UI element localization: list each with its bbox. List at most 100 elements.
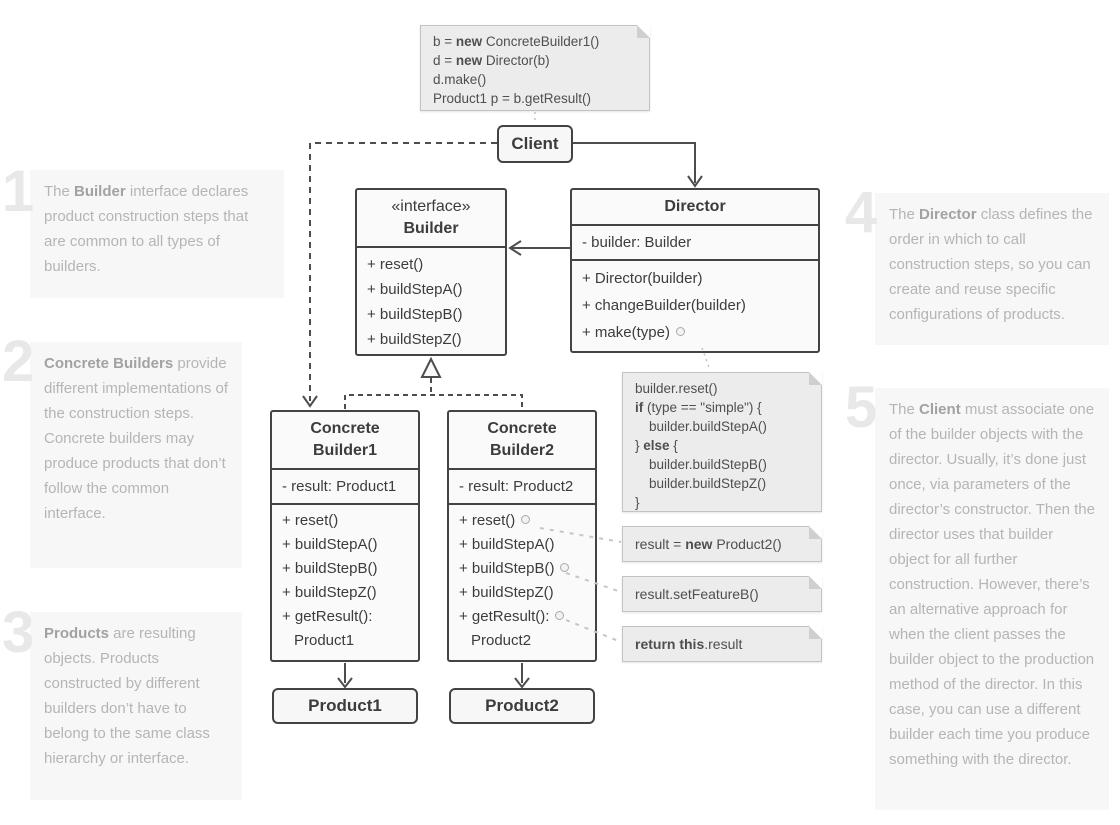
connector-circle — [675, 327, 685, 336]
annotation-bold: Builder — [74, 183, 126, 200]
code-line: b = new ConcreteBuilder1() — [433, 34, 600, 49]
method-label: + reset() — [282, 512, 339, 529]
product1-box: Product1 — [272, 688, 418, 724]
product1-label: Product1 — [308, 696, 382, 715]
method-label: + buildStepA() — [367, 281, 463, 298]
code-line: builder.buildStepZ() — [649, 476, 767, 491]
product2-label: Product2 — [485, 696, 559, 715]
annotation-5: The Client must associate one of the bui… — [875, 388, 1109, 810]
method-label: + buildStepZ() — [367, 331, 462, 348]
product2-box: Product2 — [449, 688, 595, 724]
annotation-text: must associate one of the builder object… — [889, 401, 1095, 768]
methods-section: + reset() + buildStepA() + buildStepB() … — [272, 503, 418, 657]
annotation-number-4: 4 — [845, 180, 878, 245]
methods-section: + reset() + buildStepA() + buildStepB() … — [357, 248, 505, 354]
methods-section: + reset() + buildStepA() + buildStepB() … — [449, 503, 595, 657]
code-line: builder.buildStepA() — [649, 419, 767, 434]
set-featureb-note: result.setFeatureB() — [622, 576, 822, 612]
code-line: return this.result — [635, 635, 743, 652]
stereotype-label: «interface» — [391, 198, 471, 215]
method-label: + reset() — [459, 509, 585, 533]
annotation-1: The Builder interface declares product c… — [30, 170, 284, 298]
methods-section: + Director(builder) + changeBuilder(buil… — [572, 259, 818, 350]
arrowhead — [687, 175, 703, 188]
annotation-number-2: 2 — [2, 329, 35, 394]
method-label: + buildStepZ() — [282, 584, 377, 601]
annotation-bold: Client — [919, 401, 961, 418]
method-label: + Director(builder) — [582, 270, 703, 287]
class-name: Concrete — [310, 420, 380, 437]
return-result-note: return this.result — [622, 626, 822, 662]
annotation-3: Products are resulting objects. Products… — [30, 612, 242, 800]
annotation-2: Concrete Builders provide different impl… — [30, 342, 242, 568]
method-label: + reset() — [367, 256, 424, 273]
association-client-director — [573, 142, 696, 183]
fields-section: - result: Product1 — [272, 470, 418, 503]
annotation-number-3: 3 — [2, 600, 35, 665]
client-box: Client — [497, 125, 573, 163]
code-line: result.setFeatureB() — [635, 585, 759, 602]
annotation-bold: Products — [44, 625, 110, 642]
method-label: + make(type) — [582, 319, 808, 346]
make-method-note: builder.reset() if (type == "simple") { … — [622, 372, 822, 512]
annotation-4: The Director class defines the order in … — [875, 193, 1109, 345]
realization-line — [344, 394, 523, 409]
annotation-text: are resulting objects. Products construc… — [44, 625, 210, 767]
annotation-text: provide different implementations of the… — [44, 355, 228, 522]
method-label: Product1 — [294, 632, 355, 649]
method-label: + buildStepA() — [282, 536, 378, 553]
class-header: Concrete Builder2 — [449, 412, 595, 470]
method-label: + buildStepB() — [282, 560, 378, 577]
arrowhead — [508, 240, 522, 256]
method-label: + changeBuilder(builder) — [582, 297, 746, 314]
field-label: - builder: Builder — [582, 234, 692, 251]
class-name: Builder1 — [312, 442, 377, 459]
annotation-text: The — [889, 206, 920, 223]
class-name: Builder2 — [489, 442, 554, 459]
code-line: } else { — [635, 438, 678, 453]
arrowhead — [337, 677, 353, 689]
field-label: - result: Product1 — [282, 478, 397, 495]
annotation-text: The — [889, 401, 920, 418]
code-line: Product1 p = b.getResult() — [433, 91, 591, 106]
client-label: Client — [511, 134, 559, 153]
method-label: + getResult(): — [282, 608, 373, 625]
class-header: Director — [572, 190, 818, 226]
fields-section: - result: Product2 — [449, 470, 595, 503]
annotation-number-1: 1 — [2, 159, 35, 224]
connector-circle — [521, 515, 531, 524]
annotation-text: The — [44, 183, 75, 200]
code-line: builder.buildStepB() — [649, 457, 767, 472]
code-line: if (type == "simple") { — [635, 400, 762, 415]
class-name: Concrete — [487, 420, 557, 437]
class-name: Builder — [403, 220, 459, 237]
client-code-note: b = new ConcreteBuilder1() d = new Direc… — [420, 25, 650, 111]
class-header: Concrete Builder1 — [272, 412, 418, 470]
arrowhead — [302, 395, 318, 408]
new-product2-note: result = new Product2() — [622, 526, 822, 562]
annotation-number-5: 5 — [845, 375, 878, 440]
builder-interface-class: «interface» Builder + reset() + buildSte… — [355, 188, 507, 356]
realization-triangle — [420, 356, 442, 378]
arrowhead — [514, 677, 530, 689]
method-label: Product2 — [471, 632, 532, 649]
method-label: + buildStepB() — [459, 557, 585, 581]
code-line: d = new Director(b) — [433, 53, 550, 68]
connector-circle — [560, 563, 570, 572]
class-name: Director — [664, 198, 726, 215]
method-label: + buildStepB() — [367, 306, 463, 323]
director-class: Director - builder: Builder + Director(b… — [570, 188, 820, 353]
code-line: builder.reset() — [635, 381, 718, 396]
code-line: d.make() — [433, 72, 487, 87]
code-line: } — [635, 495, 640, 510]
code-line: result = new Product2() — [635, 535, 782, 552]
fields-section: - builder: Builder — [572, 226, 818, 259]
concrete-builder1-class: Concrete Builder1 - result: Product1 + r… — [270, 410, 420, 662]
method-label: + buildStepZ() — [459, 584, 554, 601]
method-label: + getResult(): — [459, 605, 585, 629]
annotation-bold: Concrete Builders — [44, 355, 174, 372]
method-label: + buildStepA() — [459, 536, 555, 553]
connector-circle — [555, 611, 565, 620]
annotation-text: class defines the order in which to call… — [889, 206, 1093, 323]
